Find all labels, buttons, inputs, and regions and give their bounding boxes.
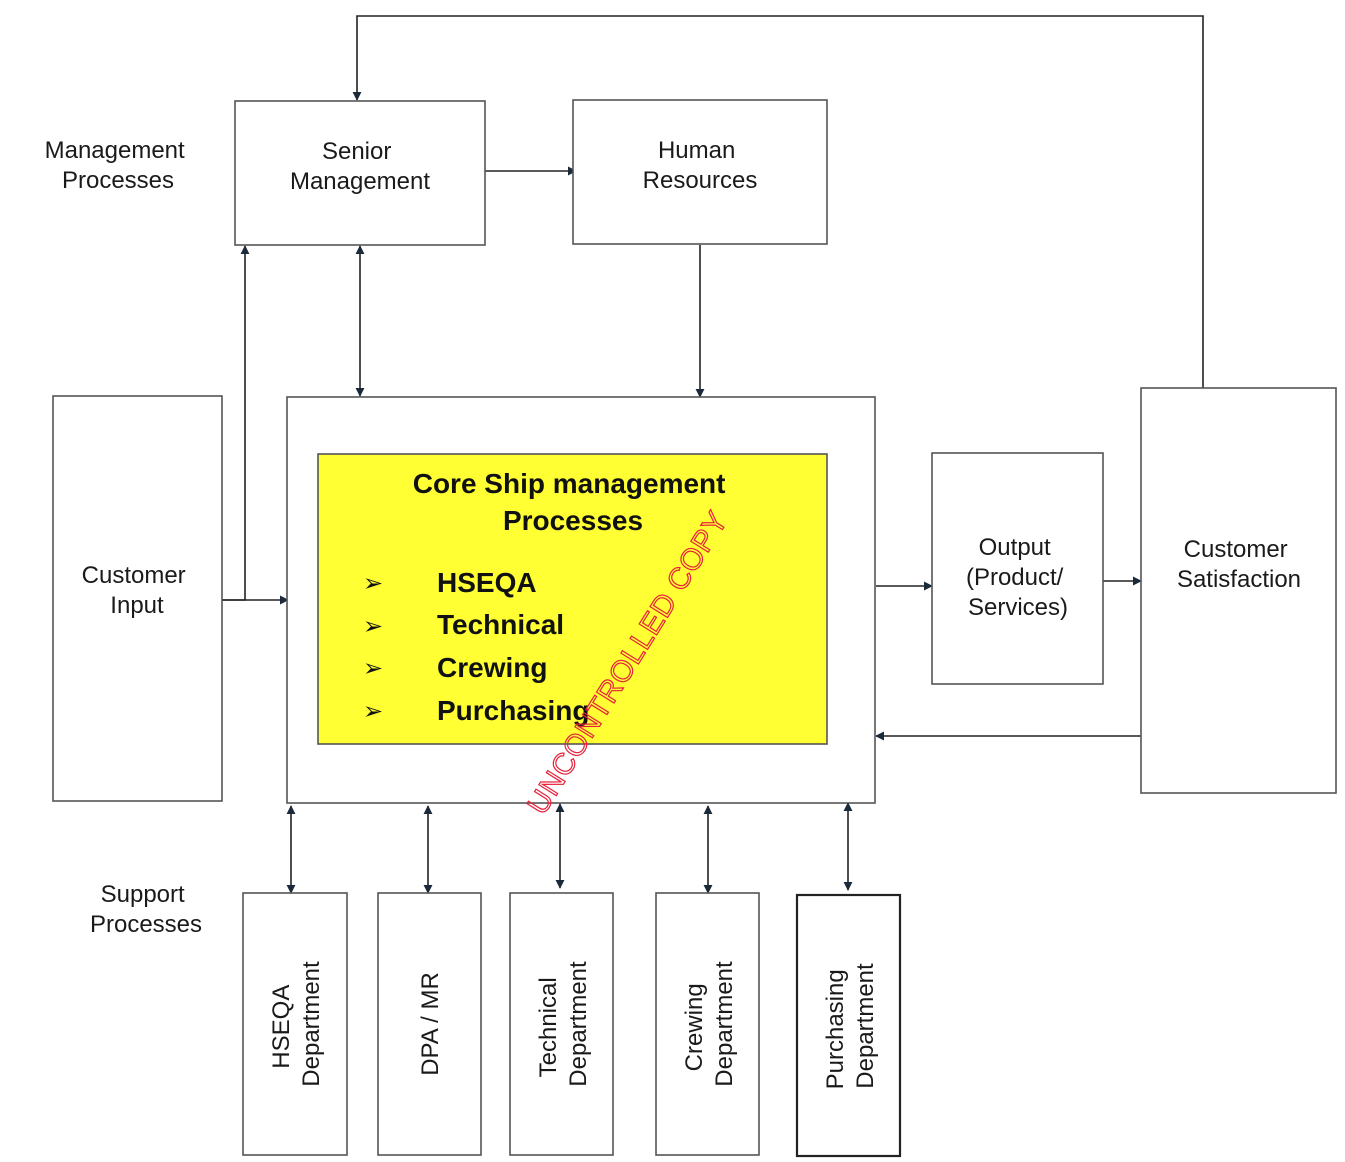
svg-text:Customer Satisfaction: Customer Satisfaction [1177,536,1301,593]
svg-text:Customer Input: Customer Input [82,562,193,619]
core-item-crewing: Crewing [437,652,547,683]
svg-text:Human Resources: Human Resources [643,137,758,194]
management-processes-label: Management Processes [45,137,192,194]
core-item-technical: Technical [437,609,564,640]
bullet-icon: ➢ [363,569,383,597]
department-purchasing-box: Purchasing Department [795,893,902,1158]
feedback-loop-arrow [352,15,1204,388]
customer-satisfaction-box: Customer Satisfaction [1140,387,1337,794]
svg-text:Crewing Department: Crewing Department [681,961,738,1087]
core-item-hseqa: HSEQA [437,567,537,598]
svg-text:DPA / MR: DPA / MR [417,972,444,1076]
svg-text:HSEQA Department: HSEQA Department [268,961,325,1087]
support-processes-label: Support Processes [90,881,202,938]
bullet-icon: ➢ [363,697,383,725]
bullet-icon: ➢ [363,654,383,682]
input-to-senior-arrow [222,245,250,601]
svg-text:Purchasing Department: Purchasing Department [822,963,879,1090]
core-item-purchasing: Purchasing [437,695,589,726]
senior-management-box: Senior Management [234,100,486,246]
svg-text:Senior Management: Senior Management [290,138,430,195]
core-title: Core Ship management Processes [413,468,734,536]
department-hseqa-box: HSEQA Department [242,892,348,1156]
core-process-list: ➢ HSEQA ➢ Technical ➢ Crewing ➢ Purchasi… [363,567,589,726]
department-dpa-mr-box: DPA / MR [377,892,482,1156]
core-processes-box: Core Ship management Processes ➢ HSEQA ➢… [317,453,828,745]
svg-text:Output (Product/ S: Output (Product/ Services) [966,534,1070,621]
bullet-icon: ➢ [363,612,383,640]
customer-input-box: Customer Input [52,395,223,802]
output-box: Output (Product/ Services) [931,452,1104,685]
department-technical-box: Technical Department [509,892,614,1156]
human-resources-box: Human Resources [572,99,828,245]
department-crewing-box: Crewing Department [655,892,760,1156]
svg-text:Technical Department: Technical Department [535,961,592,1087]
